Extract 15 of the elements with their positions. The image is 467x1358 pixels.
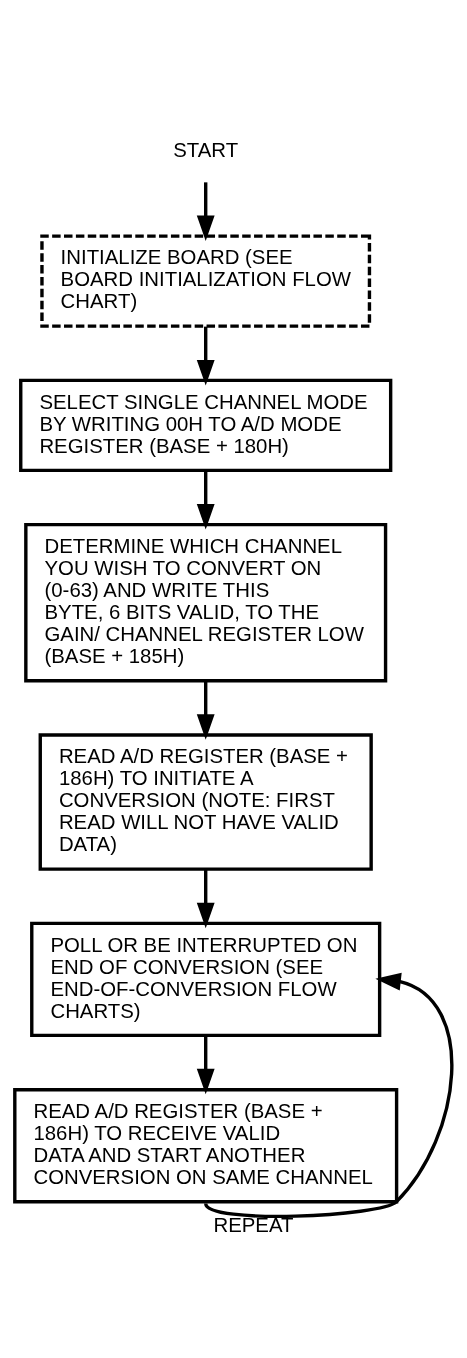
arrow bbox=[196, 1035, 215, 1094]
arrow bbox=[204, 972, 454, 1218]
edge-label: REPEAT bbox=[213, 1213, 294, 1236]
arrow bbox=[196, 326, 215, 386]
arrow bbox=[196, 680, 215, 740]
node-box: SELECT SINGLE CHANNEL MODE BY WRITING 00H TO A/D MODE REGISTER (BASE + 180H) bbox=[19, 378, 393, 472]
node-box: DETERMINE WHICH CHANNEL YOU WISH TO CONVERT ON (0-63) AND WRITE THIS BYTE, 6 BITS VALID, TO THE GAIN/ CHANNEL REGISTER LOW (BASE + 185H) bbox=[24, 522, 388, 682]
node-text: START bbox=[173, 138, 239, 161]
node-box: INITIALIZE BOARD (SEE BOARD INITIALIZATION FLOW CHART) bbox=[40, 233, 372, 328]
arrow bbox=[196, 181, 215, 241]
node-box: POLL OR BE INTERRUPTED ON END OF CONVERSION (SEE END-OF-CONVERSION FLOW CHARTS) bbox=[30, 921, 382, 1037]
node-box: READ A/D REGISTER (BASE + 186H) TO INITIATE A CONVERSION (NOTE: FIRST READ WILL NOT HAVE VALID DATA) bbox=[38, 732, 373, 871]
arrow bbox=[196, 470, 215, 529]
node-box: READ A/D REGISTER (BASE + 186H) TO RECEIVE VALID DATA AND START ANOTHER CONVERSION ON SAME CHANNEL bbox=[13, 1087, 399, 1203]
arrow bbox=[196, 869, 215, 928]
